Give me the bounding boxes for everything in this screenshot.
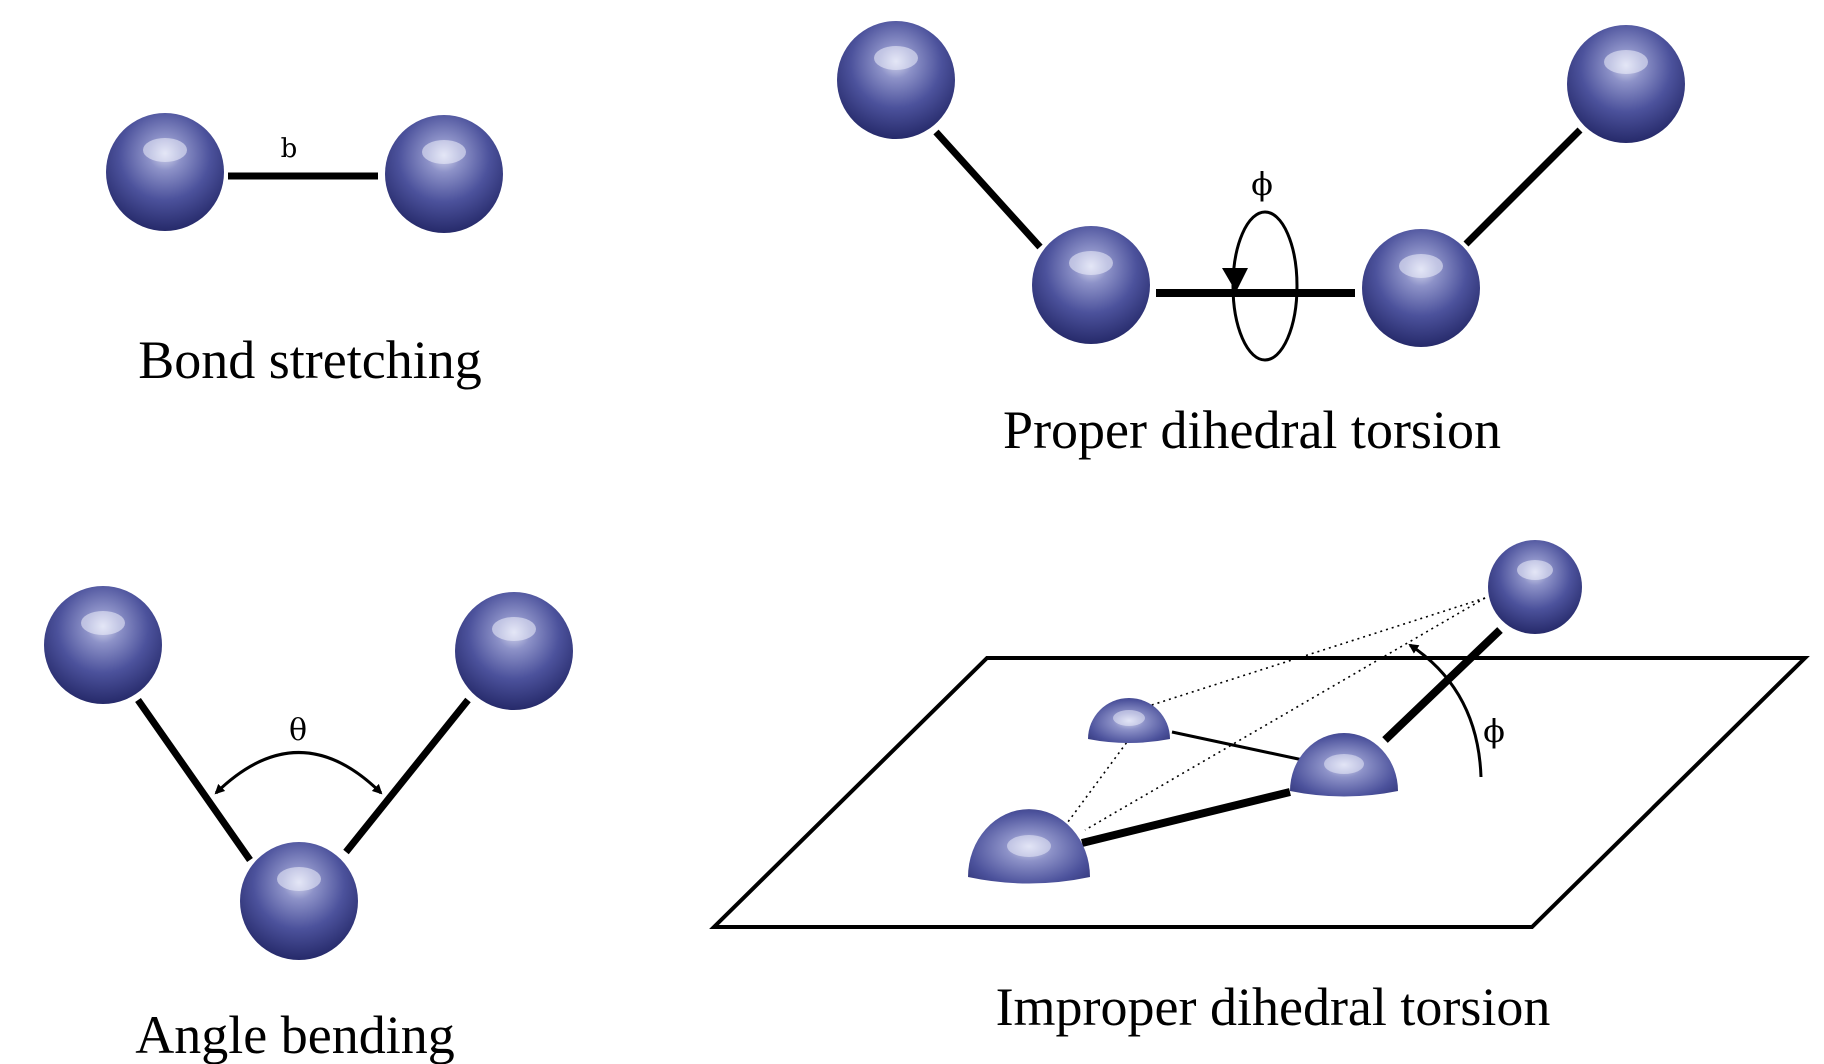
- bond-line: [1463, 127, 1583, 247]
- atom: [240, 842, 358, 960]
- atom: [1488, 540, 1582, 634]
- improper-dihedral-caption: Improper dihedral torsion: [996, 977, 1551, 1037]
- bond-line: [1171, 730, 1304, 762]
- atom: [1567, 25, 1685, 143]
- bond-length-symbol: b: [281, 134, 298, 164]
- bond-line: [135, 697, 253, 863]
- bond-stretching-caption: Bond stretching: [138, 330, 481, 390]
- atom: [44, 586, 162, 704]
- bond-line: [933, 129, 1043, 250]
- atom: [385, 115, 503, 233]
- angle-bending-caption: Angle bending: [135, 1005, 454, 1064]
- plane: [709, 656, 1810, 929]
- bond-line: [1382, 627, 1503, 743]
- half-atom: [1290, 733, 1398, 797]
- half-atom: [968, 809, 1090, 884]
- panel-bond-stretching: b Bond stretching: [106, 113, 503, 390]
- panel-proper-dihedral: ϕ Proper dihedral torsion: [837, 21, 1685, 460]
- panel-angle-bending: θ Angle bending: [44, 586, 573, 1064]
- bond-angle-symbol: θ: [289, 713, 307, 748]
- half-atom: [1088, 698, 1170, 743]
- atom: [1362, 229, 1480, 347]
- atom: [455, 592, 573, 710]
- panel-improper-dihedral: ϕ Improper dihedral torsion: [709, 540, 1810, 1037]
- atom: [106, 113, 224, 231]
- improper-angle-symbol: ϕ: [1483, 712, 1505, 750]
- bond-line: [343, 697, 471, 855]
- improper-angle-arrow: [1408, 643, 1483, 778]
- angle-arc-arrow: [214, 751, 383, 795]
- arrow-head-icon: [1222, 268, 1248, 292]
- dotted-connector-lines: [1061, 597, 1486, 831]
- rotation-arrow: [1231, 210, 1299, 362]
- atom: [837, 21, 955, 139]
- bond-line: [1081, 788, 1291, 847]
- torsion-angle-symbol: ϕ: [1251, 165, 1273, 203]
- atom: [1032, 226, 1150, 344]
- proper-dihedral-caption: Proper dihedral torsion: [1003, 400, 1501, 460]
